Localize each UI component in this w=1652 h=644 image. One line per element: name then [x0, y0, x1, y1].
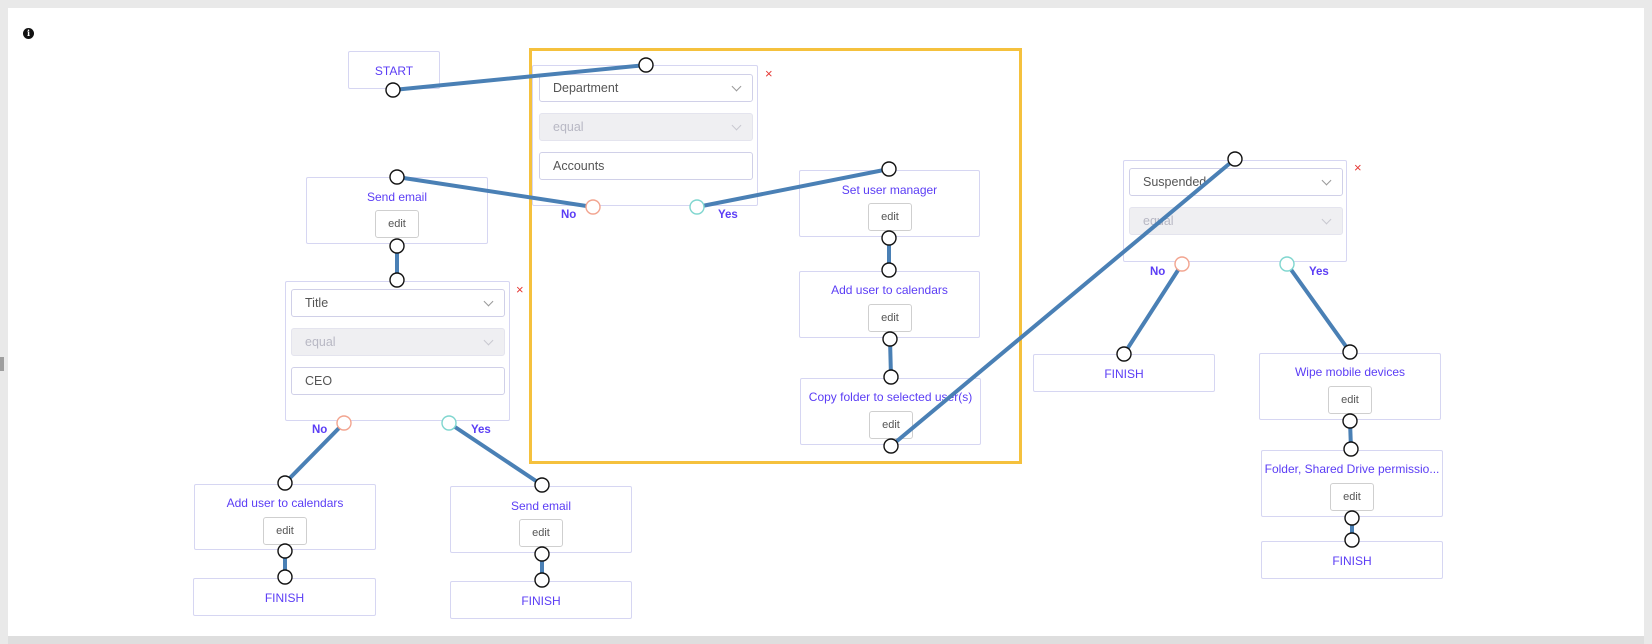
finish-label: FINISH: [521, 594, 561, 608]
no-port[interactable]: [585, 199, 601, 215]
port[interactable]: [389, 238, 405, 254]
finish-node[interactable]: FINISH: [1033, 354, 1215, 392]
finish-label: FINISH: [1332, 554, 1372, 568]
edit-button[interactable]: edit: [868, 203, 912, 231]
action-title: Set user manager: [841, 183, 938, 197]
action-title: Send email: [366, 190, 428, 204]
value-input[interactable]: CEO: [291, 367, 505, 395]
port[interactable]: [882, 331, 898, 347]
edit-button[interactable]: edit: [519, 519, 563, 547]
connector: [395, 175, 595, 209]
condition-department[interactable]: Department equal Accounts: [532, 65, 758, 206]
value-text: CEO: [305, 374, 333, 388]
action-copy-folder[interactable]: Copy folder to selected user(s) edit: [800, 378, 981, 445]
finish-label: FINISH: [1104, 367, 1144, 381]
action-title: Copy folder to selected user(s): [808, 390, 973, 404]
yes-port[interactable]: [689, 199, 705, 215]
port[interactable]: [385, 82, 401, 98]
connector: [1122, 262, 1184, 356]
action-title: Add user to calendars: [831, 283, 948, 297]
field-select[interactable]: Department: [539, 74, 753, 102]
port[interactable]: [277, 569, 293, 585]
action-title: Wipe mobile devices: [1294, 365, 1406, 379]
action-title: Add user to calendars: [226, 496, 344, 510]
port[interactable]: [277, 475, 293, 491]
port[interactable]: [881, 262, 897, 278]
port[interactable]: [1342, 413, 1358, 429]
yes-label: Yes: [1309, 266, 1329, 278]
port[interactable]: [881, 230, 897, 246]
no-port[interactable]: [336, 415, 352, 431]
no-port[interactable]: [1174, 256, 1190, 272]
port[interactable]: [638, 57, 654, 73]
side-panel-handle[interactable]: [0, 357, 4, 371]
port[interactable]: [277, 543, 293, 559]
horizontal-scrollbar[interactable]: [8, 636, 1644, 644]
remove-condition-suspended[interactable]: ×: [1354, 160, 1362, 175]
port[interactable]: [389, 169, 405, 185]
remove-condition-title[interactable]: ×: [516, 282, 524, 297]
connector: [889, 157, 1237, 448]
port[interactable]: [883, 438, 899, 454]
connector: [283, 421, 346, 485]
port[interactable]: [534, 572, 550, 588]
port[interactable]: [1342, 344, 1358, 360]
no-label: No: [561, 209, 577, 221]
edit-button[interactable]: edit: [263, 517, 307, 545]
port[interactable]: [881, 161, 897, 177]
port[interactable]: [1344, 510, 1360, 526]
port[interactable]: [1227, 151, 1243, 167]
connector: [1285, 262, 1352, 354]
port[interactable]: [534, 477, 550, 493]
action-send-email-top[interactable]: Send email edit: [306, 177, 488, 244]
port[interactable]: [534, 546, 550, 562]
port[interactable]: [389, 272, 405, 288]
value-input[interactable]: Accounts: [539, 152, 753, 180]
action-title: Folder, Shared Drive permissio...: [1264, 462, 1440, 476]
operator-value: equal: [553, 120, 584, 134]
action-add-calendars-left[interactable]: Add user to calendars edit: [194, 484, 376, 550]
port[interactable]: [883, 369, 899, 385]
operator-select: equal: [539, 113, 753, 141]
operator-value: equal: [305, 335, 336, 349]
connector: [447, 421, 544, 487]
yes-port[interactable]: [1279, 256, 1295, 272]
operator-select: equal: [291, 328, 505, 356]
info-icon[interactable]: i: [23, 28, 34, 39]
edit-button[interactable]: edit: [375, 210, 419, 238]
finish-label: FINISH: [264, 591, 305, 605]
field-value: Title: [305, 296, 329, 310]
field-select[interactable]: Title: [291, 289, 505, 317]
port[interactable]: [1343, 441, 1359, 457]
yes-label: Yes: [718, 209, 738, 221]
connector: [391, 63, 648, 92]
remove-condition-department[interactable]: ×: [765, 66, 773, 81]
field-value: Department: [553, 81, 619, 95]
value-text: Accounts: [553, 159, 605, 173]
yes-port[interactable]: [441, 415, 457, 431]
no-label: No: [312, 424, 328, 436]
yes-label: Yes: [471, 424, 491, 436]
edit-button[interactable]: edit: [1330, 483, 1374, 511]
action-title: Send email: [510, 499, 572, 513]
field-value: Suspended: [1143, 175, 1207, 189]
field-select[interactable]: Suspended: [1129, 168, 1343, 196]
port[interactable]: [1116, 346, 1132, 362]
connector: [695, 167, 891, 209]
condition-suspended[interactable]: Suspended equal: [1123, 160, 1347, 262]
port[interactable]: [1344, 532, 1360, 548]
operator-select: equal: [1129, 207, 1343, 235]
start-label: START: [374, 64, 414, 78]
no-label: No: [1150, 266, 1166, 278]
